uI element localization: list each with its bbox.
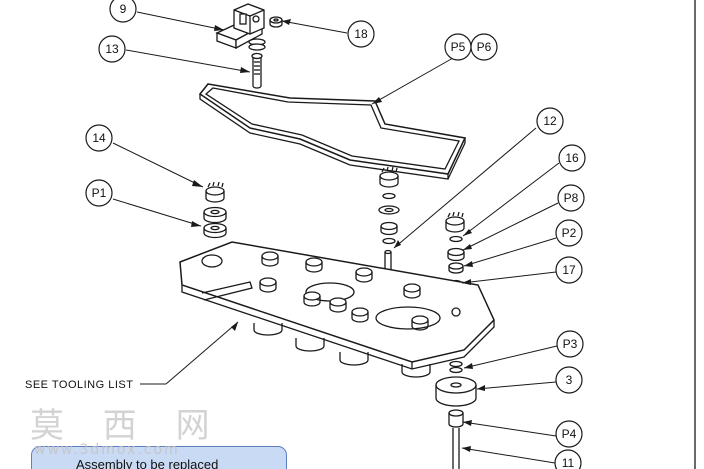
callout-14: 14 — [92, 131, 106, 145]
callout-11: 11 — [562, 456, 575, 469]
main-plate — [179, 241, 495, 378]
lower-stack-p3-3-p4-11 — [435, 360, 477, 469]
note-box: Assembly to be replaced — [31, 446, 287, 469]
callout-p3: P3 — [563, 337, 578, 351]
callout-18: 18 — [354, 27, 368, 41]
leader-lines — [112, 11, 560, 464]
callout-p4: P4 — [562, 427, 577, 441]
callout-3: 3 — [566, 373, 573, 387]
leader-arrowheads — [191, 19, 485, 452]
part-18-nut — [269, 16, 283, 28]
callout-p2: P2 — [562, 226, 577, 240]
right-stack-16-p8-p2-17 — [445, 211, 465, 291]
center-valve-stack — [378, 166, 400, 245]
callout-12: 12 — [543, 114, 557, 128]
callout-17: 17 — [562, 263, 576, 277]
watermark-url: www.3dmox.com — [34, 442, 180, 458]
callout-9: 9 — [120, 2, 127, 16]
part-13-screw — [251, 52, 263, 89]
callout-p6: P6 — [477, 40, 492, 54]
watermark-chinese: 莫 西 网 — [30, 406, 224, 446]
callout-p8: P8 — [564, 191, 579, 205]
part-9-bracket — [215, 3, 266, 51]
note-text: Assembly to be replaced — [76, 457, 219, 469]
callout-p5: P5 — [451, 40, 466, 54]
callout-16: 16 — [565, 151, 579, 165]
part-14-p1-stack — [203, 181, 227, 239]
callout-balloons — [85, 0, 586, 469]
part-p5-p6-gasket — [198, 83, 467, 180]
callout-p1: P1 — [92, 186, 107, 200]
callout-13: 13 — [105, 42, 119, 56]
tooling-note: SEE TOOLING LIST — [25, 379, 133, 391]
